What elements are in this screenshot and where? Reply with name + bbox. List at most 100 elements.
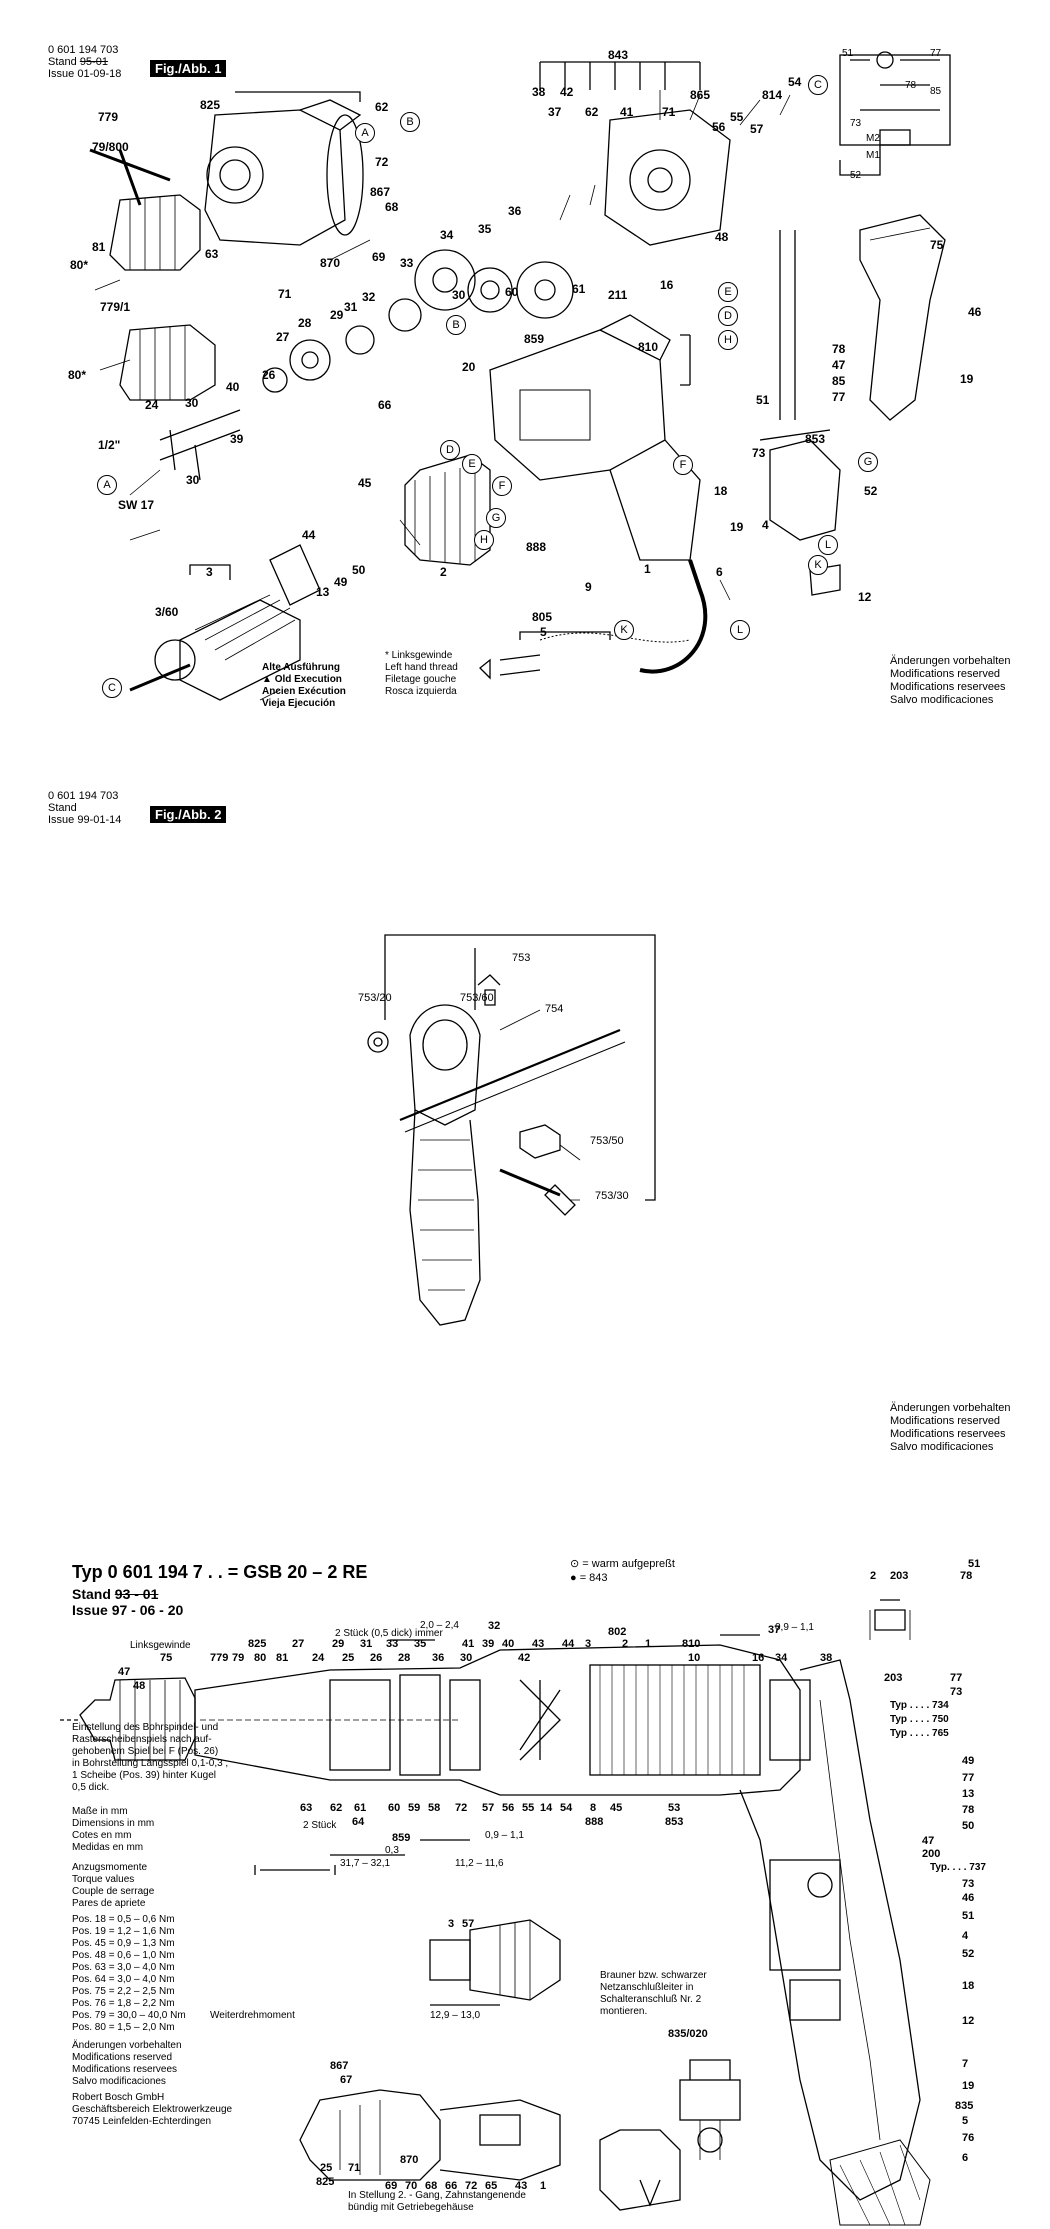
b-label-60: 60 [388, 1802, 401, 1814]
label-52: 52 [864, 484, 878, 498]
label-34: 34 [440, 228, 454, 242]
d-label-69: 69 [385, 2180, 398, 2192]
label-753-30: 753/30 [595, 1190, 629, 1202]
r-label-51: 51 [968, 1558, 981, 1570]
d-label-867: 867 [330, 2060, 349, 2072]
circuit-m2: M2 [866, 133, 880, 144]
sheet-sectional: Typ 0 601 194 7 . . = GSB 20 – 2 RE Stan… [0, 1540, 1050, 2229]
label-19a: 19 [960, 372, 974, 386]
label-12: 12 [858, 590, 872, 604]
label-51: 51 [756, 393, 770, 407]
marker-g-mid: G [486, 508, 506, 528]
label-66: 66 [378, 398, 392, 412]
torque-row: Pos. 19 = 1,2 – 1,6 Nm [72, 1926, 175, 1937]
sheet-fig-2: 0 601 194 703 Stand Issue 99-01-14 Fig./… [0, 780, 1050, 1480]
s3-label-3: 3 [585, 1638, 592, 1650]
circuit-m1: M1 [866, 150, 880, 161]
s3-label-81: 779 [210, 1652, 229, 1664]
s3-label-1: 1 [645, 1638, 652, 1650]
s3-label-44: 44 [562, 1638, 575, 1650]
marker-f-mid: F [492, 476, 512, 496]
d-label-65: 65 [485, 2180, 498, 2192]
label-39: 39 [230, 432, 244, 446]
r-label-49: 49 [962, 1755, 975, 1767]
torque-row: Pos. 48 = 0,6 – 1,0 Nm [72, 1950, 175, 1961]
r-label-5: 5 [962, 2115, 969, 2127]
d-label-66: 66 [445, 2180, 458, 2192]
sectional-drawing [60, 1599, 931, 2226]
b-label-56: 56 [502, 1802, 515, 1814]
marker-a-top: A [355, 123, 375, 143]
s3-label-35: 35 [414, 1638, 427, 1650]
r-label-47: 47 [922, 1835, 935, 1847]
company-address: Robert Bosch GmbH Geschäftsbereich Elekt… [72, 2092, 233, 2127]
label-79-800: 79/800 [92, 140, 129, 154]
label-211: 211 [608, 288, 628, 302]
label-31: 31 [344, 300, 358, 314]
r-label-77b: 77 [962, 1772, 975, 1784]
r-label-52: 52 [962, 1948, 975, 1960]
s3-label-48: 37 [768, 1624, 781, 1636]
marker-k-right: K [808, 555, 828, 575]
label-19b: 19 [730, 520, 744, 534]
label-47: 47 [832, 358, 846, 372]
r-label-73b: 73 [962, 1878, 975, 1890]
label-28: 28 [298, 316, 312, 330]
s3-label-810: 810 [682, 1638, 701, 1650]
marker-a-left: A [97, 475, 117, 495]
label-13: 13 [316, 585, 330, 599]
label-2: 2 [440, 565, 447, 579]
s3-label-38: 32 [488, 1620, 501, 1632]
cable-ref: 835/020 [668, 2028, 708, 2040]
b-label-59: 59 [408, 1802, 421, 1814]
label-888: 888 [526, 540, 547, 554]
d-label-67: 67 [340, 2074, 353, 2086]
torque-row: Pos. 63 = 3,0 – 4,0 Nm [72, 1962, 175, 1973]
s3-label-41: 41 [462, 1638, 475, 1650]
label-33: 33 [400, 256, 414, 270]
s3-label-43: 43 [532, 1638, 545, 1650]
b-label-888: 888 [585, 1816, 604, 1828]
s3-label-36: 36 [432, 1652, 445, 1664]
label-814: 814 [762, 88, 783, 102]
r-label-73a: 73 [950, 1686, 963, 1698]
label-78: 78 [832, 342, 846, 356]
s3-label-32: 26 [370, 1652, 383, 1664]
s3-label-27: 27 [292, 1638, 305, 1650]
r-label-200: 200 [922, 1848, 941, 1860]
r-label-4: 4 [962, 1930, 969, 1942]
label-71b: 71 [278, 287, 292, 301]
label-35: 35 [478, 222, 492, 236]
r-label-51b: 51 [962, 1910, 975, 1922]
label-810: 810 [638, 340, 659, 354]
b-label-2-stueck: 2 Stück [303, 1820, 337, 1831]
label-85: 85 [832, 374, 846, 388]
circuit-73: 73 [850, 118, 862, 129]
label-16a: 16 [660, 278, 674, 292]
d-label-70: 70 [405, 2180, 418, 2192]
marker-c-top: C [808, 75, 828, 95]
b-label-61: 61 [354, 1802, 367, 1814]
torque-row: Pos. 80 = 1,5 – 2,0 Nm [72, 2022, 175, 2033]
r-label-76: 76 [962, 2132, 975, 2144]
torque-row: Pos. 64 = 3,0 – 4,0 Nm [72, 1974, 175, 1985]
modifications-note-2: Änderungen vorbehalten Modifications res… [890, 1402, 1011, 1453]
d-label-3: 3 [448, 1918, 455, 1930]
circuit-78: 78 [905, 80, 917, 91]
torque-row: Pos. 18 = 0,5 – 0,6 Nm [72, 1914, 175, 1925]
s3-label-25: 80 [254, 1652, 267, 1664]
sheet-fig-1: 0 601 194 703 Stand 95-01 Issue 01-09-18… [0, 0, 1050, 735]
marker-g-right: G [858, 452, 878, 472]
dim-0-3: 0,3 [385, 1845, 399, 1856]
label-75: 75 [930, 238, 944, 252]
label-5: 5 [540, 625, 547, 639]
r-label-18: 18 [962, 1980, 975, 1992]
label-80a: 80* [70, 258, 89, 272]
r-label-78b: 78 [962, 1804, 975, 1816]
label-779: 779 [98, 110, 119, 124]
s3-label-26: 81 [276, 1652, 289, 1664]
label-72: 72 [375, 155, 389, 169]
d-label-825: 825 [316, 2176, 335, 2188]
label-54: 54 [788, 75, 802, 89]
legend-843: ● = 843 [570, 1572, 608, 1584]
